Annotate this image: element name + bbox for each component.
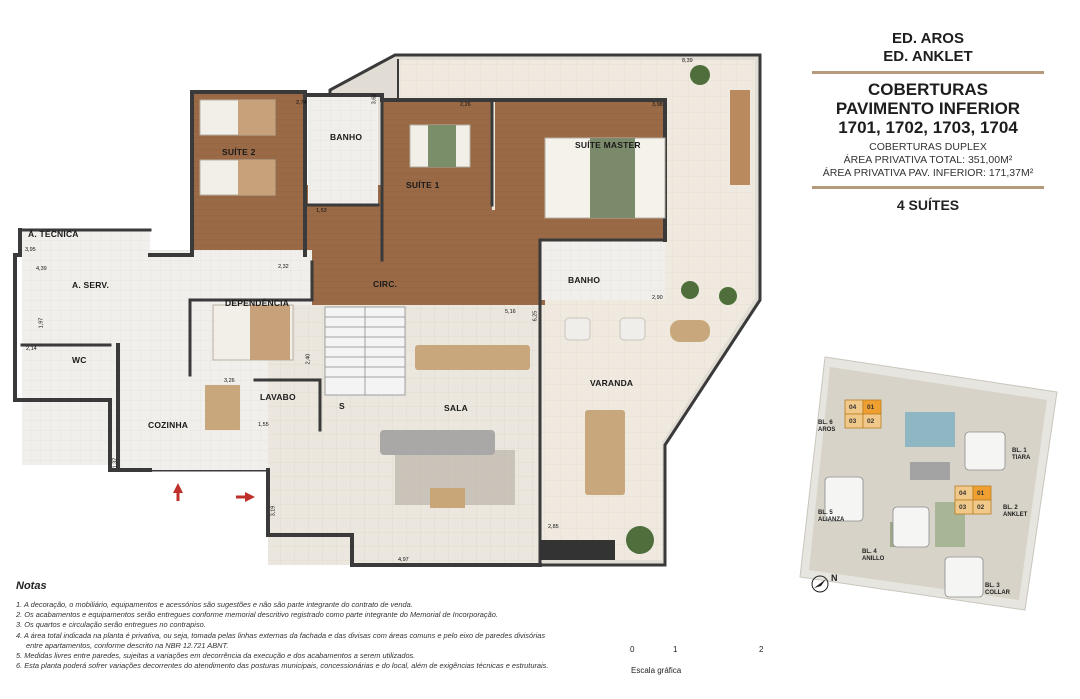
- highlighted-block-anklet: [954, 485, 992, 515]
- room-tecnica-label: Á. TÉCNICA: [28, 229, 79, 239]
- scale-tick: 1: [673, 645, 678, 654]
- title-line: 1701, 1702, 1703, 1704: [838, 118, 1018, 137]
- dim-label: 2,14: [26, 346, 37, 352]
- room-circ-label: CIRC.: [373, 279, 398, 289]
- north-label: N: [831, 573, 838, 583]
- unit-number: 01: [977, 490, 985, 497]
- dim-label: 2,74: [296, 100, 307, 106]
- building-name: ED. AROS: [892, 30, 964, 47]
- scale-tick: 2: [759, 645, 764, 654]
- unit-number: 04: [959, 490, 967, 497]
- room-sala-label: SALA: [444, 403, 468, 413]
- unit-number: 03: [959, 504, 967, 511]
- dim-label: 3,19: [270, 505, 277, 517]
- dim-label: 3,95: [25, 247, 36, 253]
- room-banho-2-label: BANHO: [568, 275, 601, 285]
- dim-label: 1,37: [112, 457, 119, 469]
- room-banho-1-label: BANHO: [330, 132, 363, 142]
- note-item: 4. A área total indicada na planta é pri…: [16, 630, 546, 640]
- unit-number: 02: [977, 504, 985, 511]
- detail-line: ÁREA PRIVATIVA PAV. INFERIOR: 171,37M²: [822, 167, 1034, 179]
- dim-label: 1,97: [38, 317, 45, 329]
- room-wc-label: WC: [72, 355, 87, 365]
- dim-label: 5,16: [505, 309, 516, 315]
- room-cozinha-label: COZINHA: [148, 420, 189, 430]
- divider: [812, 186, 1044, 189]
- note-item: 2. Os acabamentos e equipamentos serão e…: [16, 610, 498, 620]
- staircase: [324, 306, 406, 396]
- note-item: 6. Esta planta poderá sofrer variações d…: [16, 661, 549, 671]
- unit-number: 01: [867, 404, 875, 411]
- living-furniture: [205, 90, 750, 560]
- floor-plan: [13, 53, 762, 567]
- room-lavabo-label: LAVABO: [260, 392, 296, 402]
- unit-number: 04: [849, 404, 857, 411]
- dim-label: 8,39: [682, 58, 693, 64]
- plants: [626, 65, 737, 554]
- detail-line: ÁREA PRIVATIVA TOTAL: 351,00M²: [843, 154, 1013, 166]
- dim-label: 4,39: [36, 266, 47, 272]
- dim-label: 1,55: [258, 422, 269, 428]
- banho-2-floor: [540, 240, 665, 300]
- dim-label: 3,26: [224, 378, 235, 384]
- room-varanda-label: VARANDA: [590, 378, 634, 388]
- building-name: ED. ANKLET: [883, 48, 973, 65]
- unit-number: 03: [849, 418, 857, 425]
- dim-label: 4,97: [398, 557, 409, 563]
- note-item: entre apartamentos, conforme descrito na…: [26, 640, 229, 650]
- room-suite-master-label: SUÍTE MASTER: [575, 140, 641, 150]
- suites-count: 4 SUÍTES: [896, 197, 960, 213]
- title-line: PAVIMENTO INFERIOR: [835, 99, 1021, 118]
- room-suite-2-label: SUÍTE 2: [222, 147, 256, 157]
- banho-1-floor: [308, 95, 378, 205]
- note-item: 1. A decoração, o mobiliário, equipament…: [16, 600, 413, 609]
- divider: [812, 71, 1044, 74]
- dim-label: 2,26: [460, 102, 471, 108]
- stair-up-label: S: [339, 401, 345, 411]
- kitchen-floor: [118, 345, 268, 470]
- dim-label: 2,90: [652, 295, 663, 301]
- north-arrow: [811, 575, 829, 593]
- tecnica-floor: [20, 230, 150, 250]
- dim-label: 2,85: [548, 524, 559, 530]
- entry-arrows: [173, 483, 255, 502]
- scale-label: Escala gráfica: [631, 666, 682, 675]
- unit-number: 02: [867, 418, 875, 425]
- dim-label: 1,53: [316, 208, 327, 214]
- beds: [199, 99, 666, 361]
- notes-title: Notas: [16, 580, 47, 592]
- scale-tick: 0: [630, 645, 635, 654]
- detail-line: COBERTURAS DUPLEX: [869, 141, 987, 153]
- note-item: 3. Os quartos e circulação serão entregu…: [16, 620, 206, 630]
- dim-label: 3,62: [371, 93, 378, 105]
- dim-label: 6,25: [532, 310, 539, 322]
- walls: [13, 59, 667, 567]
- title-line: COBERTURAS: [868, 80, 988, 99]
- note-item: 5. Medidas livres entre paredes, sujeita…: [16, 651, 416, 661]
- dim-label: 2,32: [278, 264, 289, 270]
- room-suite-1-label: SUÍTE 1: [406, 180, 440, 190]
- notes-list: 1. A decoração, o mobiliário, equipament…: [16, 600, 626, 671]
- dim-label: 3,98: [652, 102, 663, 108]
- circulation-floor: [305, 210, 545, 305]
- info-panel: ED. AROS ED. ANKLET COBERTURAS PAVIMENTO…: [812, 30, 1044, 213]
- dim-label: 2,40: [305, 353, 312, 365]
- site-plan: [799, 356, 1058, 611]
- room-dependencia-label: DEPENDÊNCIA: [225, 298, 290, 308]
- highlighted-block-aros: [844, 399, 882, 429]
- room-serv-label: A. SERV.: [72, 280, 110, 290]
